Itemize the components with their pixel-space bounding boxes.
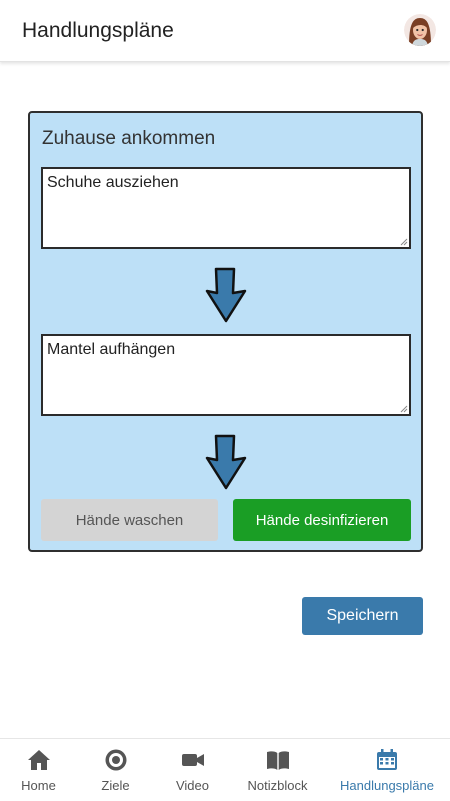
step-1-text: Schuhe ausziehen <box>47 174 179 191</box>
app-header: Handlungspläne <box>0 0 450 62</box>
plan-title: Zuhause ankommen <box>42 128 216 149</box>
nav-label-goals: Ziele <box>101 778 130 793</box>
step-1-textarea[interactable]: Schuhe ausziehen <box>41 167 411 249</box>
avatar[interactable] <box>404 14 436 46</box>
nav-label-notebook: Notizblock <box>247 778 308 793</box>
book-icon <box>267 751 289 770</box>
option-wash-hands-button[interactable]: Hände waschen <box>41 499 218 541</box>
user-avatar-icon <box>404 14 436 46</box>
nav-item-action-plans[interactable]: Handlungspläne <box>332 739 442 801</box>
step-2-text: Mantel aufhängen <box>47 341 176 358</box>
nav-item-home[interactable]: Home <box>0 739 77 801</box>
video-camera-icon <box>182 754 204 766</box>
arrow-down-icon <box>205 434 247 490</box>
action-plan-card: Zuhause ankommen Schuhe ausziehen Mantel… <box>28 111 423 552</box>
bottom-navigation: Home Ziele Video Notizblock <box>0 738 450 800</box>
target-icon <box>105 749 127 771</box>
step-2-textarea[interactable]: Mantel aufhängen <box>41 334 411 416</box>
resize-handle-icon[interactable] <box>400 238 408 246</box>
nav-item-video[interactable]: Video <box>154 739 231 801</box>
option-disinfect-hands-button[interactable]: Hände desinfizieren <box>233 499 411 541</box>
page-title: Handlungspläne <box>22 19 174 42</box>
save-button[interactable]: Speichern <box>302 597 423 635</box>
nav-label-home: Home <box>21 778 56 793</box>
nav-item-notebook[interactable]: Notizblock <box>231 739 324 801</box>
arrow-down-icon <box>205 267 247 323</box>
nav-label-video: Video <box>175 778 209 793</box>
home-icon <box>28 750 50 770</box>
calendar-icon <box>377 749 397 770</box>
resize-handle-icon[interactable] <box>400 405 408 413</box>
nav-item-goals[interactable]: Ziele <box>77 739 154 801</box>
nav-label-action-plans: Handlungspläne <box>340 778 434 793</box>
